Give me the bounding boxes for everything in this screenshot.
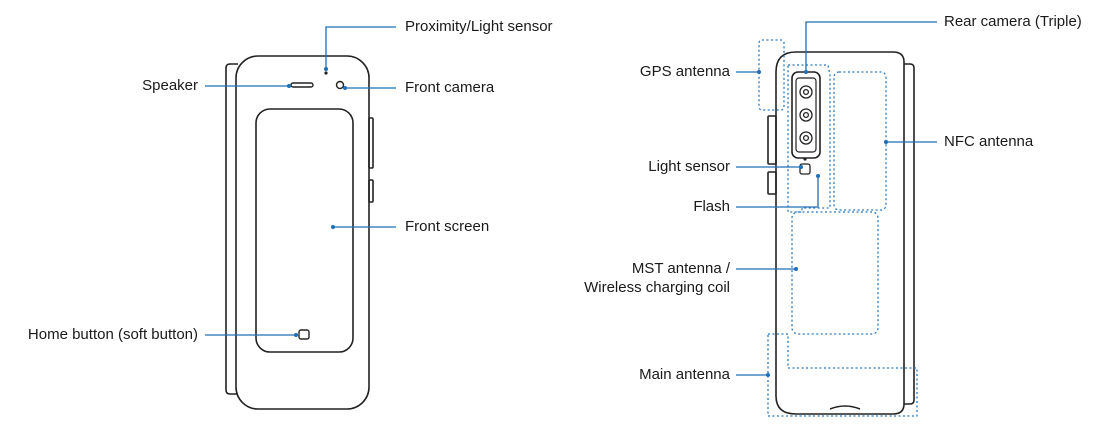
label-main-antenna: Main antenna: [639, 366, 730, 383]
front-screen-outline: [255, 108, 354, 353]
rear-power-key: [767, 171, 777, 195]
label-rear-camera: Rear camera (Triple): [944, 13, 1082, 30]
volume-key: [368, 117, 374, 169]
gps-antenna-region: [758, 39, 785, 111]
label-speaker: Speaker: [142, 77, 198, 94]
label-front-camera: Front camera: [405, 79, 495, 96]
label-nfc-antenna: NFC antenna: [944, 133, 1034, 150]
power-key: [368, 179, 374, 203]
rear-phone: [767, 51, 915, 415]
rear-volume-key: [767, 115, 777, 165]
label-home-button: Home button (soft button): [27, 326, 198, 343]
label-front-screen: Front screen: [405, 218, 490, 235]
front-leader-dots: [287, 67, 347, 337]
rear-leaders: [736, 21, 937, 376]
front-camera-lens: [335, 80, 345, 90]
rear-phone-body: [775, 51, 905, 415]
label-light-sensor: Light sensor: [648, 158, 730, 175]
camera-area-region: [787, 64, 831, 213]
label-gps-antenna: GPS antenna: [639, 63, 730, 80]
front-phone: [225, 55, 374, 410]
bottom-port: [829, 405, 861, 410]
antenna-regions: [758, 39, 918, 417]
main-antenna-region: [767, 333, 918, 417]
front-phone-body: [235, 55, 370, 410]
speaker-grille: [290, 82, 314, 88]
home-button-mark: [298, 329, 310, 340]
label-wireless-charging-coil: Wireless charging coil: [584, 279, 730, 296]
nfc-antenna-region: [833, 71, 887, 211]
mst-antenna-region: [791, 211, 879, 335]
label-flash: Flash: [693, 198, 730, 215]
label-mst-antenna: MST antenna /: [631, 260, 730, 277]
front-leaders: [205, 26, 396, 336]
proximity-sensor-dot: [324, 71, 328, 75]
light-sensor-dot: [803, 157, 807, 161]
flash-mark: [799, 163, 811, 175]
label-proximity-sensor: Proximity/Light sensor: [405, 18, 553, 35]
rear-leader-dots: [757, 70, 888, 377]
camera-module-inner: [795, 77, 817, 153]
rear-lenses: [799, 85, 813, 145]
